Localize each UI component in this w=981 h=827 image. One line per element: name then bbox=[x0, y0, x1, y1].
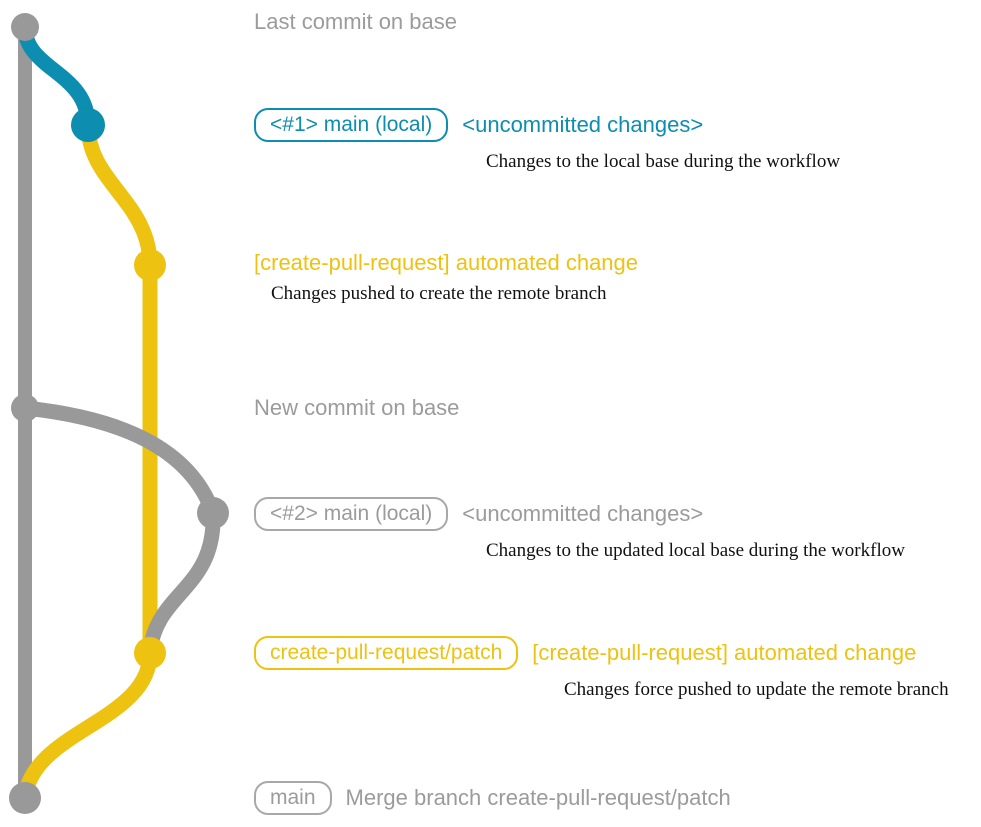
row-remote-change-1: [create-pull-request] automated change C… bbox=[254, 252, 638, 305]
commit-subject-automated-change-1: [create-pull-request] automated change bbox=[254, 250, 639, 275]
branch-pill-main-local-2[interactable]: <#2> main (local) bbox=[254, 497, 449, 531]
commit-subject-uncommitted-changes-1: <uncommitted changes> bbox=[462, 112, 704, 137]
commit-subject-uncommitted-changes-2: <uncommitted changes> bbox=[462, 501, 704, 526]
branch-pill-main-local-1[interactable]: <#1> main (local) bbox=[254, 108, 449, 142]
commit-description-local-change-2: Changes to the updated local base during… bbox=[486, 540, 905, 561]
row-remote-change-2: create-pull-request/patch [create-pull-r… bbox=[254, 636, 949, 701]
node-base-new bbox=[11, 394, 39, 422]
node-local-1 bbox=[71, 108, 105, 142]
commit-description-remote-change-2: Changes force pushed to update the remot… bbox=[564, 679, 949, 700]
edge-basenew-to-local2 bbox=[17, 400, 221, 521]
node-base-merge bbox=[9, 782, 41, 814]
row-new-commit-on-base: New commit on base bbox=[254, 397, 459, 419]
branch-pill-main[interactable]: main bbox=[254, 781, 332, 815]
commit-description-local-change-1: Changes to the local base during the wor… bbox=[486, 151, 841, 172]
row-merge-commit: main Merge branch create-pull-request/pa… bbox=[254, 781, 731, 815]
branch-pill-create-pull-request-patch[interactable]: create-pull-request/patch bbox=[254, 636, 519, 670]
commit-subject-automated-change-2: [create-pull-request] automated change bbox=[532, 640, 917, 665]
commit-subject-new-commit-on-base: New commit on base bbox=[254, 395, 460, 420]
node-remote-2 bbox=[134, 637, 166, 669]
commit-graph bbox=[9, 13, 229, 814]
node-base-last bbox=[11, 13, 39, 41]
edge-base-to-local1 bbox=[17, 19, 96, 133]
node-remote-1 bbox=[134, 249, 166, 281]
row-local-change-1: <#1> main (local) <uncommitted changes> … bbox=[254, 108, 840, 173]
row-last-commit-on-base: Last commit on base bbox=[254, 11, 457, 33]
commit-subject-merge-branch: Merge branch create-pull-request/patch bbox=[345, 785, 731, 810]
commit-description-remote-change-1: Changes pushed to create the remote bran… bbox=[271, 283, 607, 304]
edge-remote2-to-merge bbox=[17, 645, 158, 806]
edge-local2-to-remote2 bbox=[142, 505, 221, 661]
row-local-change-2: <#2> main (local) <uncommitted changes> … bbox=[254, 497, 905, 562]
node-local-2 bbox=[197, 497, 229, 529]
commit-subject-last-commit-on-base: Last commit on base bbox=[254, 9, 457, 34]
edge-local1-to-remote1 bbox=[80, 117, 158, 273]
